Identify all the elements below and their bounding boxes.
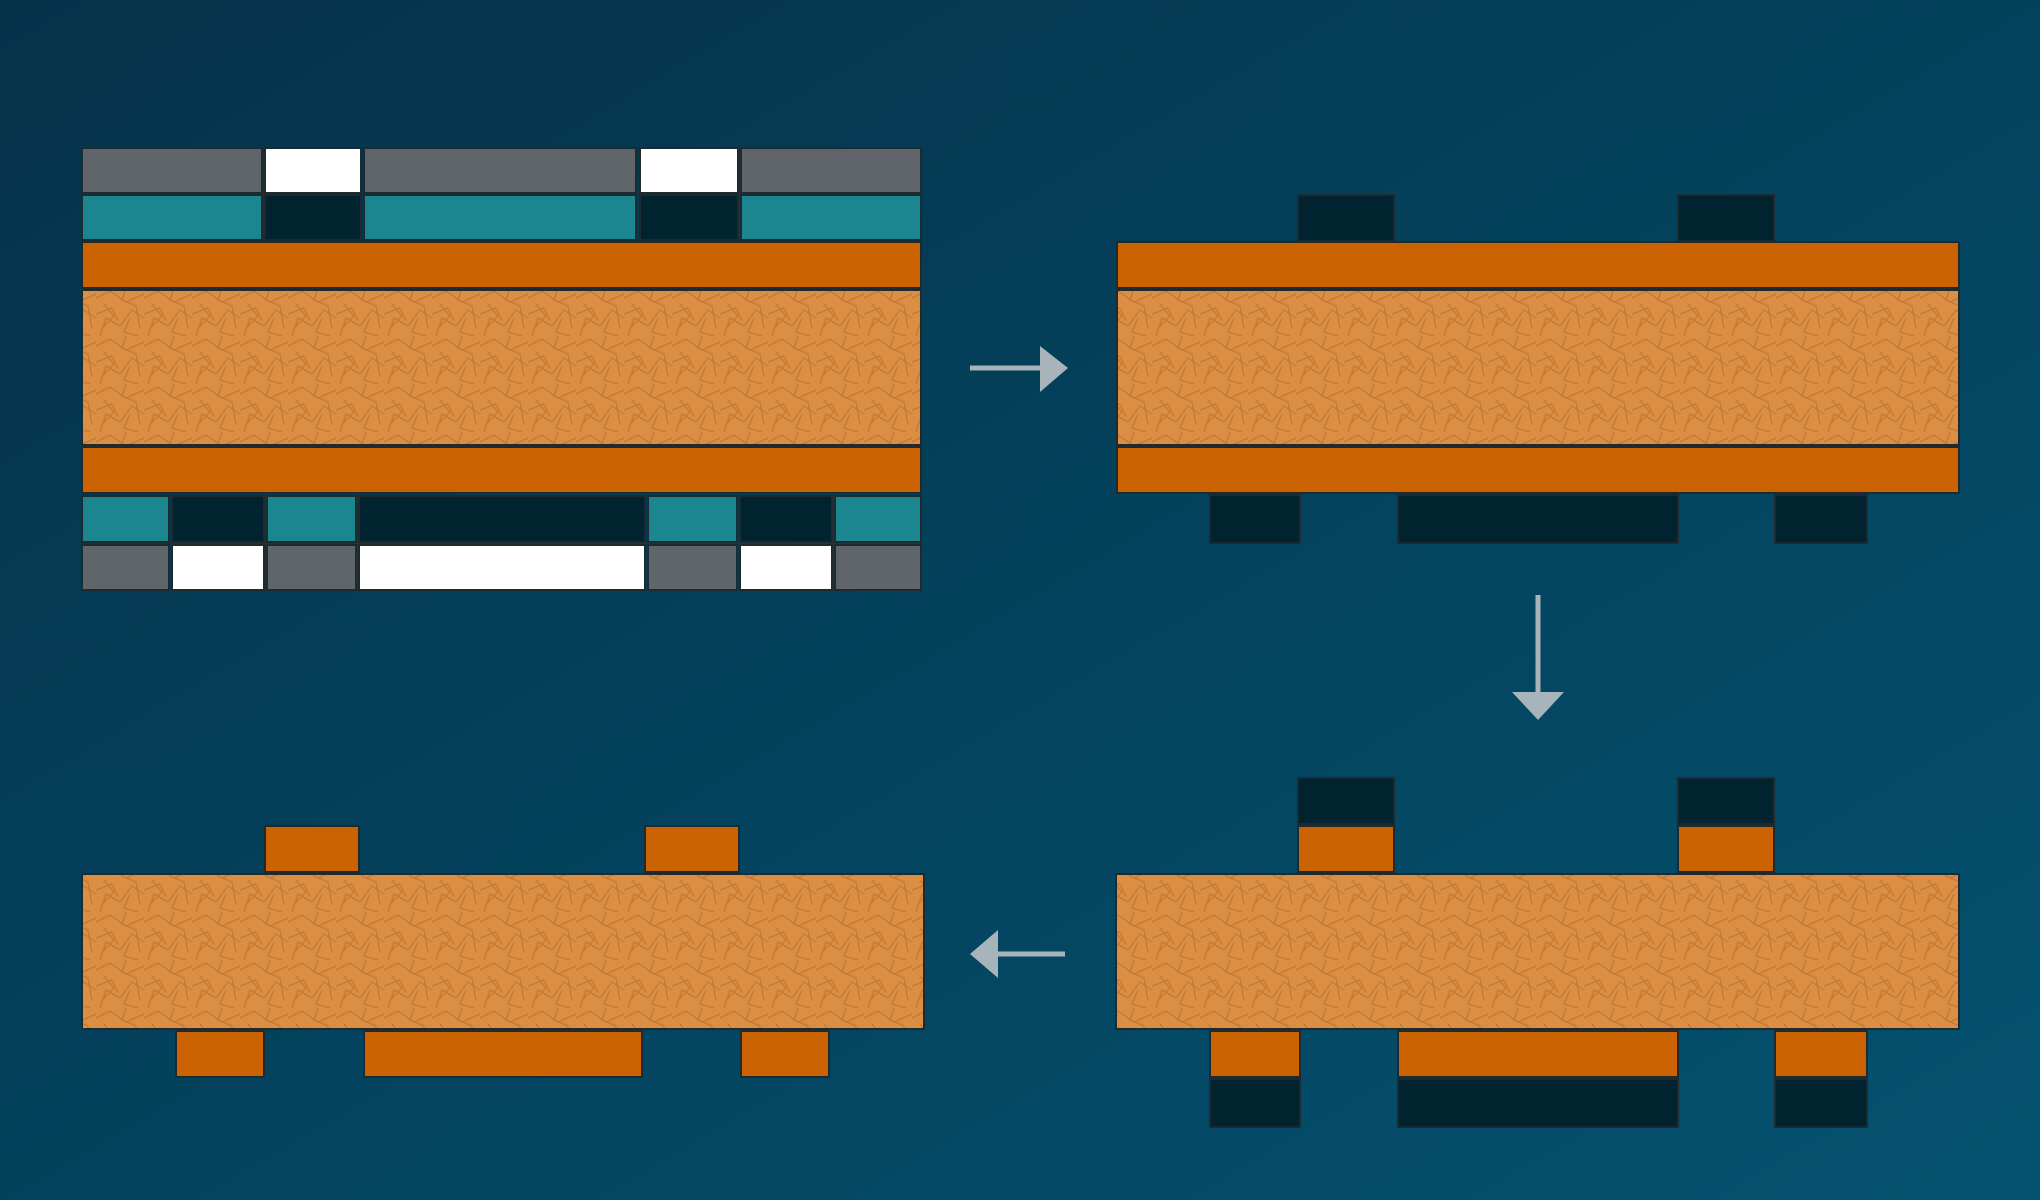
mask-clear-segment <box>264 147 362 194</box>
mask-opaque-segment <box>81 544 170 591</box>
copper-trace <box>175 1030 265 1078</box>
top-copper-layer <box>81 241 922 289</box>
photoresist-exposed <box>171 495 265 543</box>
resist-pad <box>1677 777 1775 825</box>
bottom-photoresist <box>81 495 922 543</box>
mask-opaque-segment <box>81 147 263 194</box>
photoresist-exposed <box>264 194 362 241</box>
substrate-core <box>81 289 922 446</box>
copper-trace <box>1677 825 1775 873</box>
photoresist-unexposed <box>81 194 263 241</box>
photoresist-unexposed <box>834 495 922 543</box>
resist-pad <box>1297 194 1395 242</box>
top-photomask <box>81 147 922 194</box>
copper-trace <box>1774 1030 1868 1078</box>
copper-trace <box>1209 1030 1301 1078</box>
stage-stripped <box>81 825 925 1078</box>
copper-trace <box>1297 825 1395 873</box>
mask-clear-segment <box>739 544 833 591</box>
resist-pad <box>1297 777 1395 825</box>
photoresist-exposed <box>739 495 833 543</box>
resist-pad <box>1774 1078 1868 1128</box>
resist-pad <box>1209 1078 1301 1128</box>
right-arrow-icon <box>970 346 1068 392</box>
down-arrow-icon <box>1512 595 1564 720</box>
mask-opaque-segment <box>266 544 357 591</box>
resist-pad <box>1397 1078 1679 1128</box>
photoresist-exposed <box>358 495 646 543</box>
copper-trace <box>740 1030 830 1078</box>
bottom-copper-layer <box>81 446 922 494</box>
substrate-core <box>1116 289 1960 446</box>
mask-clear-segment <box>358 544 646 591</box>
mask-opaque-segment <box>740 147 922 194</box>
bottom-copper-layer <box>1116 446 1960 494</box>
mask-opaque-segment <box>647 544 738 591</box>
photoresist-unexposed <box>266 495 357 543</box>
top-photoresist <box>81 194 922 241</box>
stage-etched <box>1115 777 1960 1128</box>
stage-exposure <box>81 147 922 591</box>
mask-clear-segment <box>639 147 739 194</box>
resist-pad <box>1209 494 1301 544</box>
substrate-core <box>81 873 925 1030</box>
copper-trace <box>363 1030 643 1078</box>
resist-pad <box>1677 194 1775 242</box>
left-arrow-icon <box>970 930 1065 978</box>
copper-trace <box>264 825 360 873</box>
photoresist-unexposed <box>363 194 637 241</box>
mask-clear-segment <box>171 544 265 591</box>
mask-opaque-segment <box>834 544 922 591</box>
mask-opaque-segment <box>363 147 637 194</box>
photoresist-unexposed <box>740 194 922 241</box>
substrate-core <box>1115 873 1960 1030</box>
resist-pad <box>1397 494 1679 544</box>
photoresist-unexposed <box>81 495 170 543</box>
bottom-photomask <box>81 544 922 591</box>
top-copper-layer <box>1116 241 1960 289</box>
photoresist-unexposed <box>647 495 738 543</box>
resist-pad <box>1774 494 1868 544</box>
stage-developed <box>1116 194 1960 544</box>
photoresist-exposed <box>639 194 739 241</box>
copper-trace <box>644 825 740 873</box>
copper-trace <box>1397 1030 1679 1078</box>
